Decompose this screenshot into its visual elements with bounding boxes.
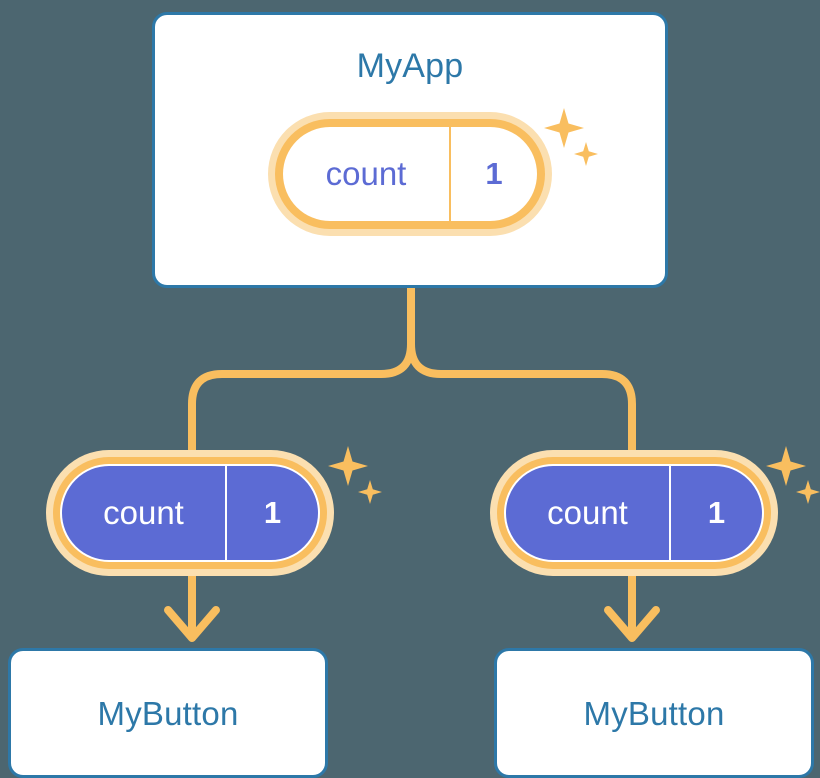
state-pill-ring: count 1 <box>497 457 771 569</box>
state-pill-child-left[interactable]: count 1 <box>46 450 334 576</box>
component-card-mybutton-right[interactable]: MyButton <box>494 648 814 778</box>
state-key-label: count <box>325 155 407 192</box>
state-value-label: 1 <box>669 466 762 560</box>
component-title-myapp: MyApp <box>356 47 464 85</box>
state-pill-ring: count 1 <box>275 119 545 229</box>
connector-branch-right <box>407 343 636 452</box>
component-card-mybutton-left[interactable]: MyButton <box>8 648 328 778</box>
arrow-head-left <box>164 606 220 642</box>
state-key-label: count <box>103 494 184 531</box>
state-value-label: 1 <box>449 127 537 221</box>
component-title-mybutton: MyButton <box>583 694 725 732</box>
connector-branch-left <box>188 343 415 452</box>
arrow-head-right <box>604 606 660 642</box>
component-title-mybutton: MyButton <box>97 694 239 732</box>
state-pill-inner: count 1 <box>283 127 537 221</box>
state-pill-ring: count 1 <box>53 457 327 569</box>
state-value-label: 1 <box>225 466 318 560</box>
state-pill-inner: count 1 <box>504 464 764 562</box>
state-key-label: count <box>547 494 628 531</box>
state-pill-child-right[interactable]: count 1 <box>490 450 778 576</box>
state-pill-inner: count 1 <box>60 464 320 562</box>
state-pill-myapp[interactable]: count 1 <box>268 112 552 236</box>
